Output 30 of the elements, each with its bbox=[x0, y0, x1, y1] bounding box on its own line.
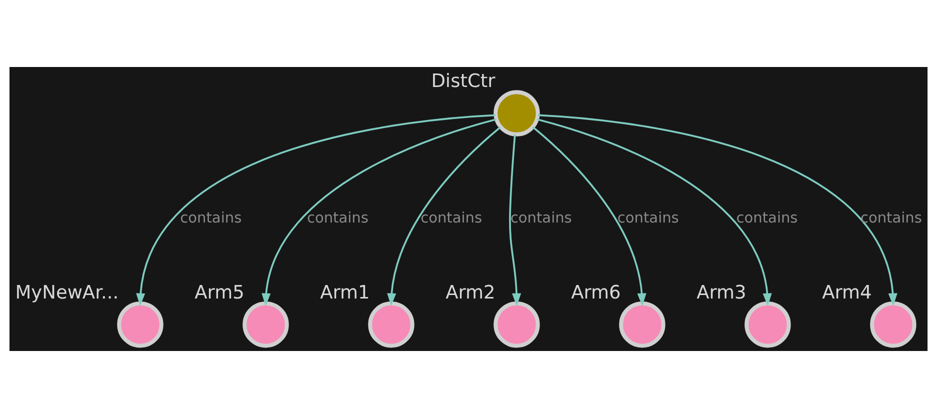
arrow bbox=[136, 114, 496, 306]
node-label: Arm2 bbox=[446, 282, 496, 304]
node-label: DistCtr bbox=[431, 71, 496, 92]
edge-label: contains bbox=[307, 210, 368, 227]
edge-label: contains bbox=[617, 210, 679, 227]
node-label: Arm5 bbox=[194, 282, 244, 304]
edge-label: contains bbox=[736, 210, 798, 227]
edge-label: contains bbox=[180, 210, 242, 227]
node-circle bbox=[494, 301, 540, 348]
arrow bbox=[532, 126, 646, 306]
node-label: Arm4 bbox=[822, 282, 872, 304]
arrow bbox=[537, 118, 772, 306]
arrow bbox=[509, 134, 522, 306]
node-label: MyNewAr... bbox=[15, 282, 119, 304]
arrow bbox=[538, 114, 898, 306]
arrow bbox=[262, 118, 496, 306]
edge-label: contains bbox=[510, 210, 572, 227]
node-label: Arm3 bbox=[696, 282, 746, 304]
node-label: Arm6 bbox=[571, 282, 621, 304]
node-circle bbox=[117, 301, 164, 348]
node-circle bbox=[870, 301, 916, 348]
edge-label: contains bbox=[420, 210, 482, 227]
node-circle bbox=[368, 301, 414, 348]
node-label: Arm1 bbox=[320, 282, 370, 304]
arrow bbox=[387, 126, 501, 306]
node-circle bbox=[494, 90, 540, 136]
node-circle bbox=[744, 301, 791, 348]
node-circle bbox=[242, 301, 289, 348]
edge-label: contains bbox=[860, 210, 922, 227]
node-circle bbox=[619, 301, 666, 348]
